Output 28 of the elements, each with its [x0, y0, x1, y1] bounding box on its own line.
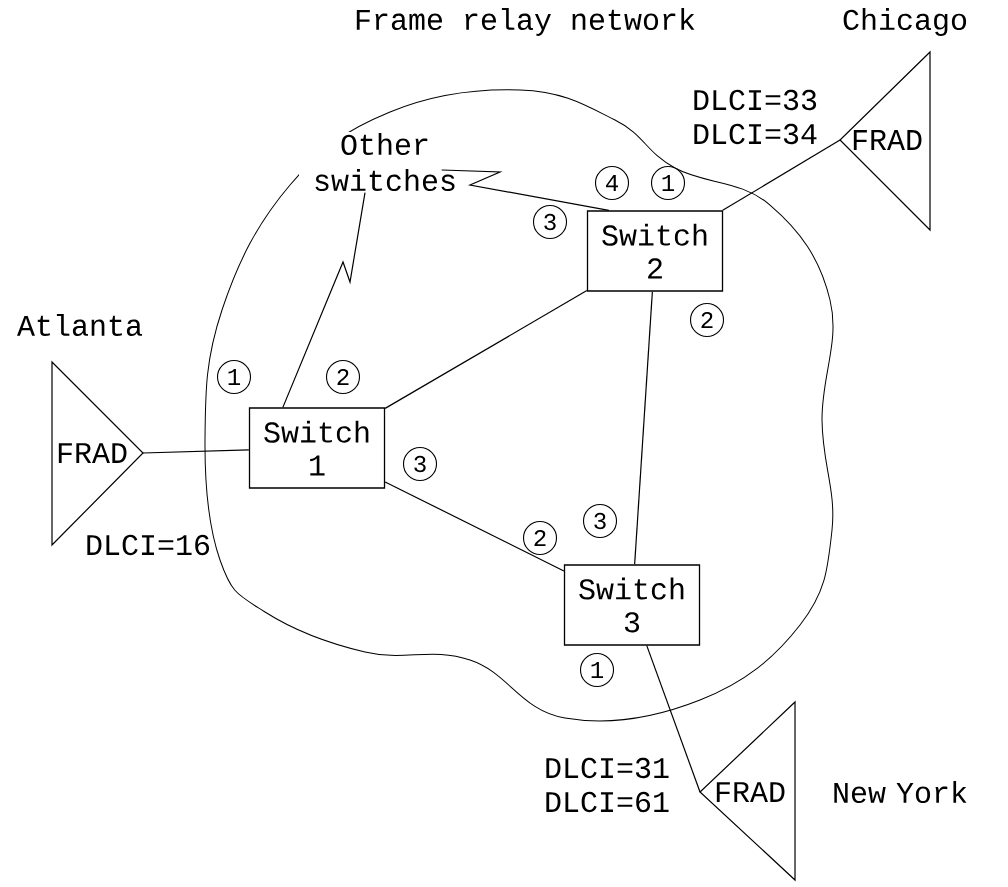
link-line [646, 645, 701, 793]
city-name: Chicago [843, 8, 967, 36]
port-number: 2 [325, 359, 361, 395]
link-line [282, 192, 366, 408]
city-name: Atlanta [17, 314, 142, 337]
port-number: 2 [522, 520, 558, 556]
switch-box: Switch 3 [563, 564, 701, 646]
link-line [634, 291, 653, 565]
cloud-label: Other switches [299, 132, 471, 192]
port-number: 3 [582, 503, 618, 539]
node-label: Frame relay network [356, 8, 695, 36]
port-number: 4 [594, 165, 630, 201]
link-line [441, 169, 610, 211]
port-number: 1 [216, 359, 252, 395]
link-line [142, 449, 250, 454]
port-number: 1 [650, 165, 686, 201]
port-number: 1 [579, 652, 615, 688]
switch-box: Switch 2 [586, 210, 724, 292]
switch-box: Switch 1 [248, 407, 386, 489]
link-line [384, 481, 565, 572]
link-line [722, 139, 841, 211]
port-number: 3 [402, 446, 438, 482]
dlci-label: DLCI=33 DLCI=34 [694, 89, 817, 145]
link-line [384, 289, 588, 409]
dlci-label: DLCI=31 DLCI=61 [546, 757, 669, 813]
port-number: 2 [689, 302, 725, 338]
city-name: New York [834, 781, 967, 804]
port-number: 3 [532, 204, 568, 240]
